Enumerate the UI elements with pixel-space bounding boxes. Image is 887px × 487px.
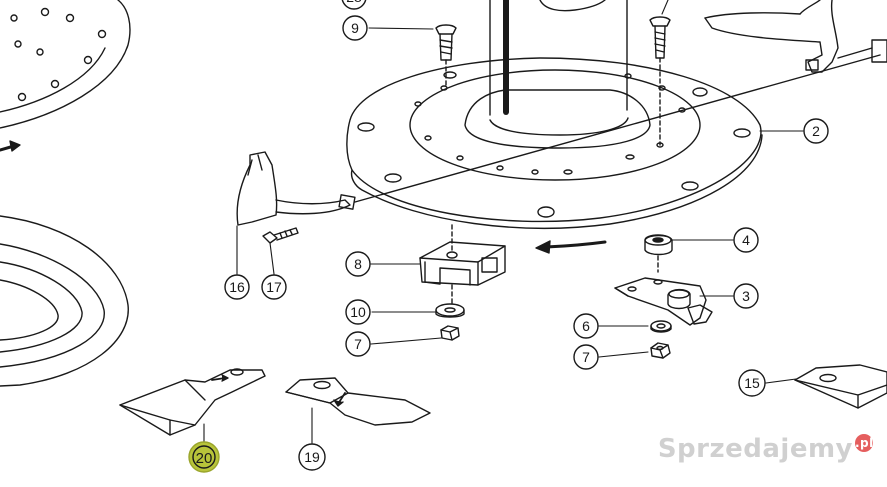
rotation-arrowhead-left	[9, 140, 21, 152]
countersunk-bolt-right	[649, 16, 671, 146]
callout-17	[261, 274, 287, 300]
callout-number: 4	[742, 232, 750, 248]
rotation-arrow-main	[544, 240, 607, 249]
callout-number: 8	[354, 256, 362, 272]
callout-3	[733, 283, 759, 309]
callout-number: 17	[266, 279, 282, 295]
countersunk-bolt-9	[435, 24, 457, 86]
hub-tube	[489, 0, 628, 116]
upper-left-disc	[0, 0, 131, 129]
blade-15	[794, 364, 887, 409]
callout-number: 9	[351, 20, 359, 36]
main-disc	[346, 0, 763, 229]
callout-16	[224, 274, 250, 300]
lock-washer-6	[650, 320, 672, 333]
watermark-badge: .pl	[855, 434, 874, 453]
washer-10	[435, 303, 465, 318]
upper-right-bracket	[704, 0, 887, 73]
callout-2	[803, 118, 829, 144]
blade-holder-3	[614, 277, 713, 326]
leader-lines	[203, 0, 804, 445]
blade-19	[285, 377, 431, 426]
blade-20	[119, 368, 266, 436]
lower-left-disc	[0, 215, 129, 387]
nut-7-left	[440, 325, 460, 341]
callout-20	[188, 441, 220, 473]
bracket-shaft-line	[354, 54, 881, 203]
callout-number: 6	[582, 318, 590, 334]
callout-number: 2	[812, 123, 820, 139]
callout-number: 7	[354, 336, 362, 352]
callout-number: 19	[304, 449, 320, 465]
callout-7b	[573, 344, 599, 370]
watermark: Sprzedajemy.pl	[658, 434, 873, 464]
callout-8	[345, 251, 371, 277]
callout-15	[738, 369, 766, 397]
callout-number: 3	[742, 288, 750, 304]
callout-4	[733, 227, 759, 253]
u-bracket-8	[419, 224, 506, 306]
left-bracket-16	[236, 151, 356, 226]
callout-19	[298, 443, 326, 471]
callout-number: 10	[350, 304, 366, 320]
callout-7a	[345, 331, 371, 357]
rotation-arrowhead-main	[535, 240, 551, 254]
hex-bolt-17	[262, 227, 299, 244]
callout-6	[573, 313, 599, 339]
spacer-4	[644, 234, 673, 273]
callout-number: 16	[229, 279, 245, 295]
nut-7-right	[650, 342, 671, 359]
disc-bolt-holes	[357, 71, 751, 218]
callout-number: 7	[582, 349, 590, 365]
callout-9	[342, 15, 368, 41]
callout-28	[341, 0, 367, 10]
callout-number: 28	[346, 0, 362, 5]
watermark-text: Sprzedajemy	[657, 434, 853, 464]
callout-number-highlighted: 20	[196, 450, 213, 467]
callout-number: 15	[744, 375, 760, 391]
callout-10	[345, 299, 371, 325]
